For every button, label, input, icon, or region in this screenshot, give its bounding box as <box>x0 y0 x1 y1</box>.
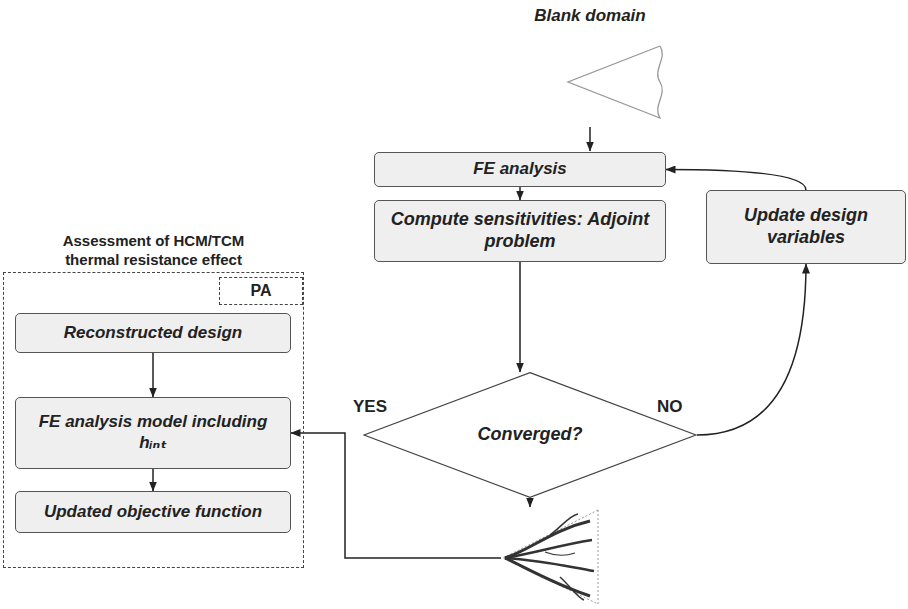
node-text: FE analysis <box>473 159 567 180</box>
assessment-panel: Assessment of HCM/TCM thermal resistance… <box>3 272 304 568</box>
connector-line <box>697 264 806 435</box>
domain-label: Blank domain <box>530 6 650 26</box>
edge-label: NO <box>655 397 685 417</box>
panel-heading: Assessment of HCM/TCM thermal resistance… <box>44 232 263 269</box>
process-box: FE analysis <box>374 152 666 187</box>
connector <box>520 187 521 200</box>
process-box: FE analysis model including hᵢₙₜ <box>15 397 291 469</box>
connector <box>153 353 154 397</box>
start-arrow <box>589 127 591 151</box>
node-text: Reconstructed design <box>64 323 243 344</box>
node-text: Updated objective function <box>44 502 262 523</box>
blank-domain-shape <box>568 46 662 118</box>
node-text: Update design variables <box>715 205 897 249</box>
connector-line <box>519 187 521 200</box>
optimized-design-shape <box>503 510 598 604</box>
connector-line <box>152 353 154 397</box>
process-box: Reconstructed design <box>15 313 291 353</box>
connector-line <box>152 469 154 491</box>
connector-line <box>529 498 531 507</box>
connector <box>153 469 154 491</box>
node-text: Converged? <box>477 424 582 446</box>
tag-box: PA <box>219 277 303 305</box>
process-box: Update design variables <box>706 190 906 264</box>
node-text: FE analysis model including hᵢₙₜ <box>24 412 282 453</box>
node-text: PA <box>250 281 271 301</box>
connector-line <box>666 170 806 191</box>
node-text: Compute sensitivities: Adjoint problem <box>383 209 657 253</box>
process-box: Updated objective function <box>15 491 291 533</box>
process-box: Compute sensitivities: Adjoint problem <box>374 200 666 262</box>
decision-diamond: Converged? <box>363 372 697 498</box>
connector-line <box>519 262 521 372</box>
connector <box>697 264 806 435</box>
connector <box>666 170 806 191</box>
edge-label: YES <box>351 397 389 417</box>
connector <box>520 262 521 372</box>
